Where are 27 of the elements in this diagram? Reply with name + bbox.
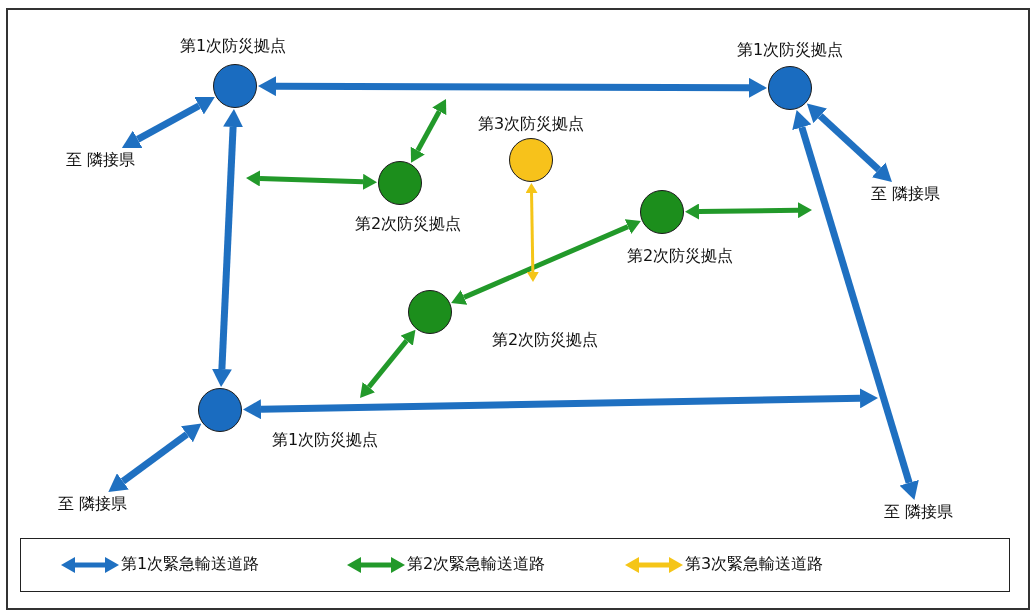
road-arrow [360, 329, 416, 398]
road-arrow [243, 388, 878, 420]
road-arrow [792, 110, 919, 500]
road-arrow [211, 109, 244, 387]
destination-label: 至 隣接県 [57, 494, 127, 514]
legend-label: 第2次緊急輸送道路 [407, 554, 546, 574]
legend-label: 第1次緊急輸送道路 [121, 554, 260, 574]
base-label: 第3次防災拠点 [478, 114, 585, 134]
base-label: 第1次防災拠点 [272, 430, 379, 450]
destination-label: 至 隣接県 [65, 150, 135, 170]
road-arrow [258, 76, 767, 98]
road-arrow [121, 96, 215, 149]
destination-label: 至 隣接県 [870, 184, 940, 204]
road-arrow [806, 103, 892, 182]
destination-label: 至 隣接県 [883, 502, 953, 522]
road-arrow [410, 99, 447, 163]
road-arrow [451, 219, 641, 305]
road-arrow [525, 183, 539, 282]
base-label: 第2次防災拠点 [492, 330, 599, 350]
road-arrow [685, 202, 812, 220]
base-label: 第1次防災拠点 [737, 40, 844, 60]
legend-label: 第3次緊急輸送道路 [685, 554, 824, 574]
road-arrow [246, 170, 377, 190]
base-label: 第2次防災拠点 [355, 214, 462, 234]
base-label: 第1次防災拠点 [180, 36, 287, 56]
base-label: 第2次防災拠点 [627, 246, 734, 266]
road-arrow [108, 423, 202, 492]
